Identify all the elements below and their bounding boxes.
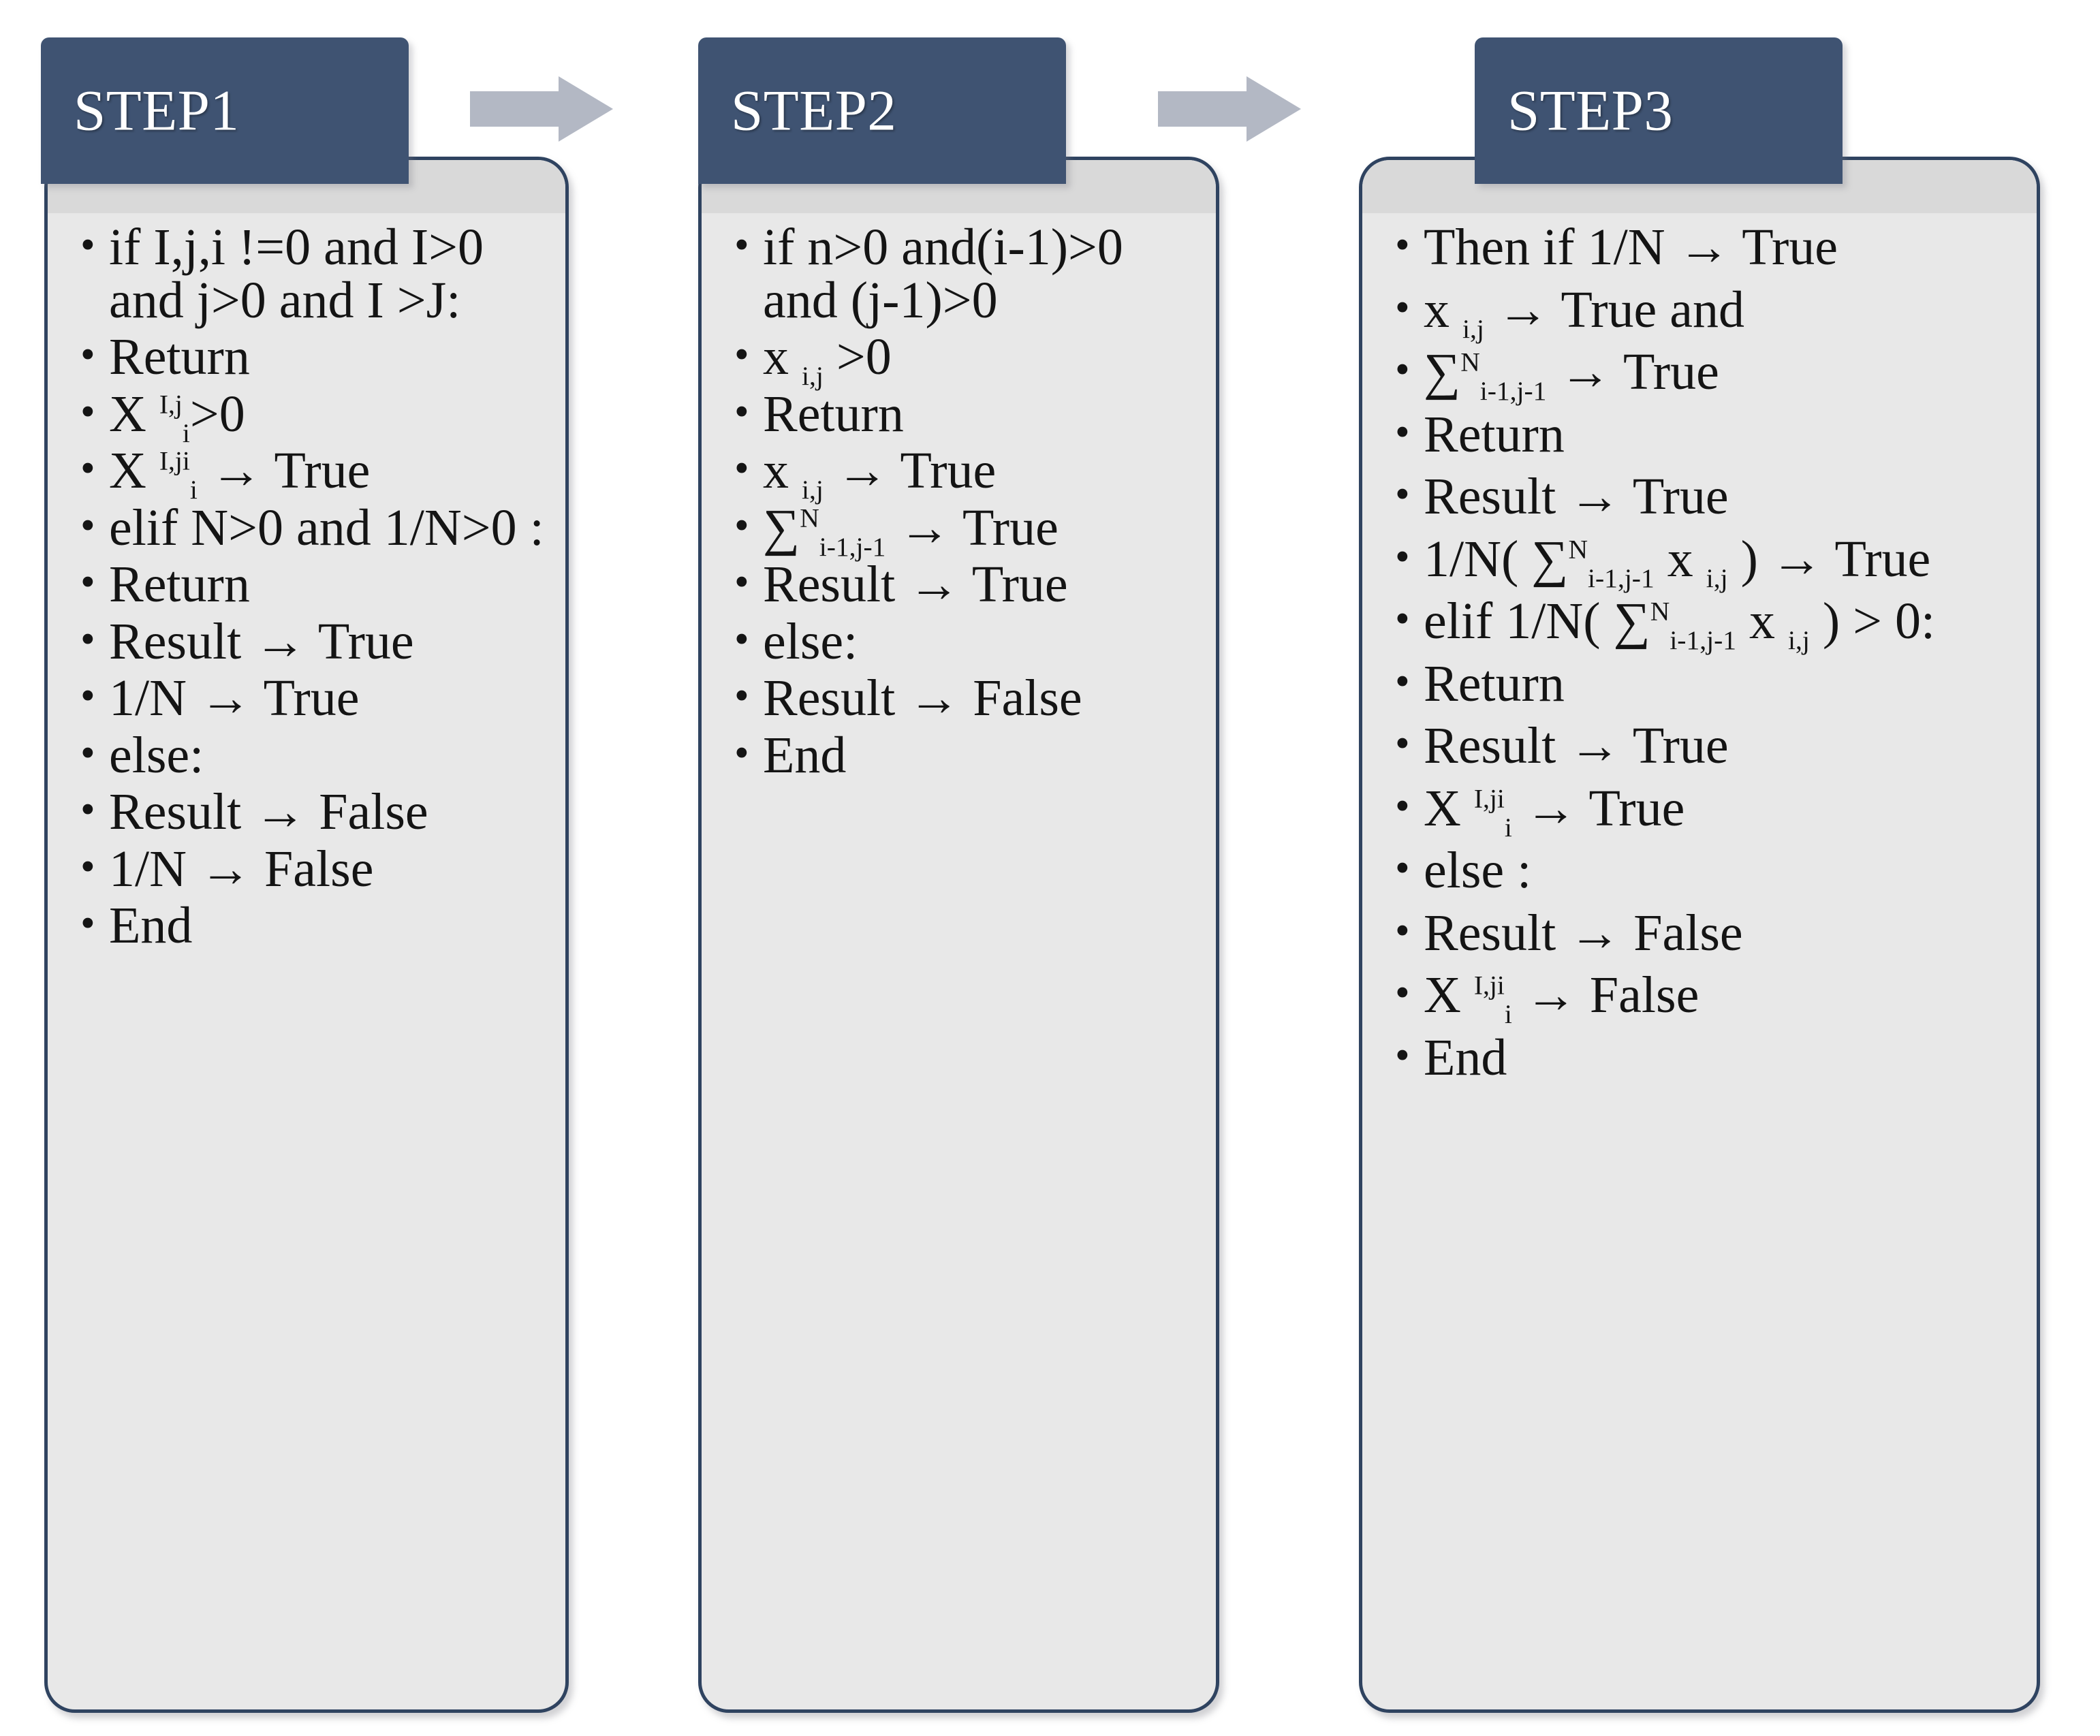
list-item: x i,j >0 [732, 330, 1200, 390]
list-item: if I,j,i !=0 and I>0 and j>0 and I >J: [78, 220, 549, 327]
list-item: elif N>0 and 1/N>0 : [78, 501, 549, 555]
list-item: ∑Ni-1,j-1 → True [1392, 345, 2020, 405]
step-item-list-step2: if n>0 and(i-1)>0 and (j-1)>0x i,j >0Ret… [702, 220, 1216, 786]
list-item: else: [732, 614, 1200, 669]
step-header-step2: STEP2 [698, 37, 1066, 184]
list-item: X I,jii → True [78, 443, 549, 503]
list-item: Return [732, 387, 1200, 441]
list-item: ∑Ni-1,j-1 → True [732, 501, 1200, 561]
list-item: x i,j → True [732, 443, 1200, 503]
step-card-step3: Then if 1/N → True x i,j → True and ∑Ni-1… [1359, 157, 2040, 1713]
list-item: X I,jii → True [1392, 781, 2020, 841]
list-item: End [1392, 1030, 2020, 1085]
step-card-step2: if n>0 and(i-1)>0 and (j-1)>0x i,j >0Ret… [698, 157, 1219, 1713]
list-item: else: [78, 728, 549, 783]
list-item: Result → False [1392, 906, 2020, 960]
list-item: 1/N → False [78, 842, 549, 896]
step-title-step3: STEP3 [1507, 78, 1674, 142]
list-item: X I,jii → False [1392, 968, 2020, 1028]
list-item: Return [78, 557, 549, 612]
step-card-step1: if I,j,i !=0 and I>0 and j>0 and I >J:Re… [44, 157, 569, 1713]
list-item: Return [1392, 657, 2020, 711]
list-item: Return [78, 330, 549, 384]
list-item: End [732, 728, 1200, 783]
list-item: Result → True [1392, 719, 2020, 773]
step-title-step2: STEP2 [731, 78, 897, 142]
list-item: Return [1392, 407, 2020, 462]
arrow-right-icon [1158, 76, 1301, 142]
list-item: Result → True [1392, 469, 2020, 524]
list-item: End [78, 898, 549, 953]
list-item: Result → True [732, 557, 1200, 612]
step-header-step1: STEP1 [41, 37, 409, 184]
arrow-right-icon [470, 76, 613, 142]
list-item: x i,j → True and [1392, 283, 2020, 343]
step-item-list-step3: Then if 1/N → True x i,j → True and ∑Ni-1… [1362, 220, 2037, 1094]
list-item: 1/N( ∑Ni-1,j-1 x i,j ) → True [1392, 532, 2020, 592]
step-item-list-step1: if I,j,i !=0 and I>0 and j>0 and I >J:Re… [48, 220, 565, 957]
list-item: Then if 1/N → True [1392, 220, 2020, 274]
list-item: Result → False [78, 785, 549, 839]
list-item: else : [1392, 843, 2020, 898]
list-item: X I,ji>0 [78, 387, 549, 447]
list-item: if n>0 and(i-1)>0 and (j-1)>0 [732, 220, 1200, 327]
list-item: Result → True [78, 614, 549, 669]
step-title-step1: STEP1 [74, 78, 240, 142]
list-item: elif 1/N( ∑Ni-1,j-1 x i,j ) > 0: [1392, 594, 2020, 654]
list-item: 1/N → True [78, 671, 549, 725]
list-item: Result → False [732, 671, 1200, 725]
step-header-step3: STEP3 [1475, 37, 1843, 184]
